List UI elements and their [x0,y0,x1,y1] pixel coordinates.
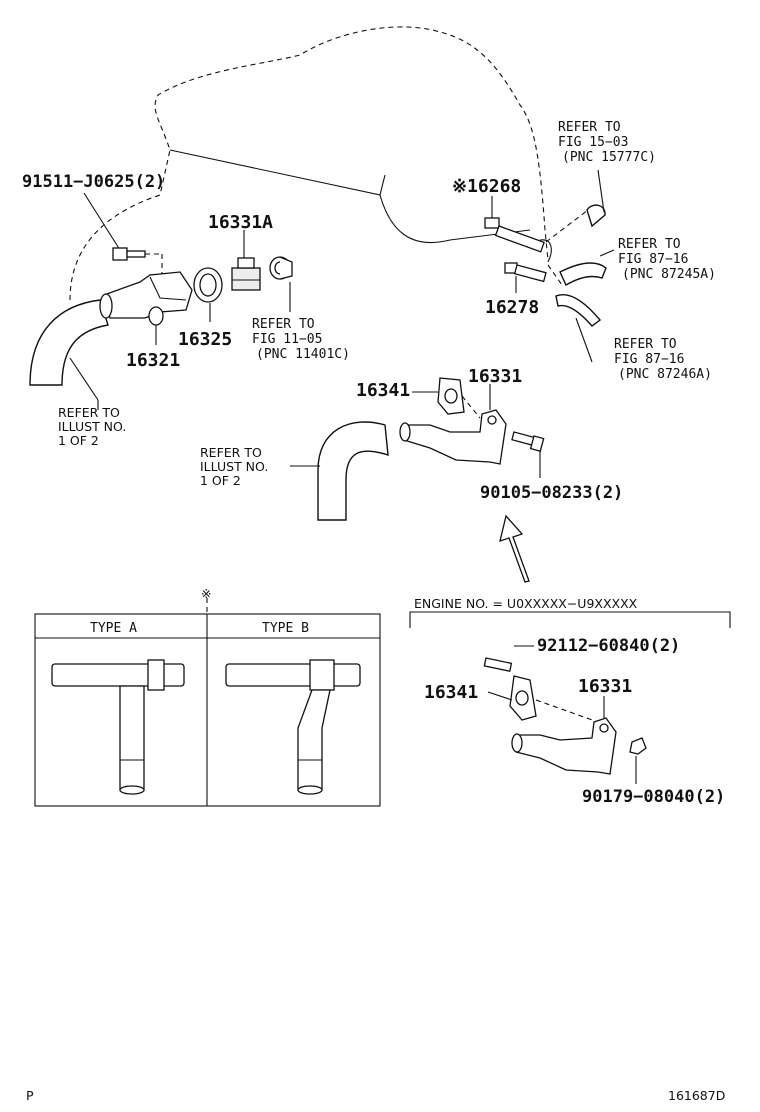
nut-90179 [629,737,647,755]
hose-fig8716a-leader [599,249,615,257]
label-91511: 91511−J0625(2) [22,172,165,192]
svg-text:FIG 15−03: FIG 15−03 [558,135,628,150]
type-table [34,598,381,807]
label-16325: 16325 [178,329,232,350]
middle-hose [317,421,389,521]
bolt-91511-leader [83,192,121,251]
bolt-90105 [511,431,545,452]
water-outlet-16331-top [399,409,507,465]
stud-92112 [483,657,513,673]
left-hose [29,299,109,386]
label-90105: 90105−08233(2) [480,483,623,503]
footer-code: 161687D [668,1088,725,1103]
16341-bot-leader [487,691,513,701]
right-hose-dash [547,264,563,286]
svg-text:REFER TO: REFER TO [558,120,621,135]
svg-text:FIG 87−16: FIG 87−16 [614,352,684,367]
engine-no-bracket [409,611,731,628]
engine-inner-line [169,149,531,244]
label-16278: 16278 [485,297,539,318]
hose-fig8716b-leader [575,317,593,363]
pipe-16278 [504,262,547,283]
type-b-pipe [225,659,361,795]
svg-text:1 OF 2: 1 OF 2 [58,433,99,448]
gasket-16341-bot [509,675,537,721]
table-col-type-a: TYPE A [90,621,137,636]
table-marker: ※ [201,586,211,601]
label-90179: 90179−08040(2) [582,787,725,807]
ref-fig8716a: REFER TO FIG 87−16 (PNC 87245A) [618,237,716,282]
svg-text:(PNC 11401C): (PNC 11401C) [256,347,350,362]
label-92112: 92112−60840(2) [537,636,680,656]
bot-assembly-dash [535,699,599,723]
engine-outline [69,26,549,301]
label-16331A: 16331A [208,212,273,233]
svg-text:REFER TO: REFER TO [618,237,681,252]
svg-text:REFER TO: REFER TO [614,337,677,352]
hose-fig1503-leader [597,169,605,213]
svg-text:FIG 11−05: FIG 11−05 [252,332,322,347]
engine-lower-edge [379,174,386,196]
svg-text:REFER TO: REFER TO [252,317,315,332]
label-16341-bot: 16341 [424,682,478,703]
water-outlet-16331-bot [511,717,617,775]
ref-illust-left: REFER TO ILLUST NO. 1 OF 2 [58,405,126,448]
seal-fig1105 [269,256,293,280]
engine-number: ENGINE NO. = U0XXXXX−U9XXXXX [414,596,638,611]
gasket-16341-top [437,377,465,415]
svg-text:(PNC 87246A): (PNC 87246A) [618,367,712,382]
gasket-16325 [193,267,223,303]
thermostat-16331A [231,257,261,291]
hose-fig1503 [586,204,606,228]
pipe-16268 [484,217,552,263]
left-hose-leader [69,357,99,401]
ref-fig1105: REFER TO FIG 11−05 (PNC 11401C) [252,317,350,362]
ref-fig1503: REFER TO FIG 15−03 (PNC 15777C) [558,120,656,165]
svg-text:ILLUST NO.: ILLUST NO. [58,419,126,434]
svg-text:REFER TO: REFER TO [58,405,120,420]
hose-fig8716a [559,262,607,286]
hose-fig1503-dash [545,209,589,243]
hose-fig8716b [555,293,602,327]
footer-left: P [26,1088,34,1103]
top-assembly-dash [461,395,481,419]
label-16341-top: 16341 [356,380,410,401]
water-inlet-16321 [99,271,193,326]
ref-illust-mid: REFER TO ILLUST NO. 1 OF 2 [200,445,268,488]
bolt-91511 [112,247,146,261]
label-16331-top: 16331 [468,366,522,387]
svg-text:1 OF 2: 1 OF 2 [200,473,241,488]
direction-arrow [499,514,530,583]
svg-text:(PNC 15777C): (PNC 15777C) [562,150,656,165]
label-16331-bot: 16331 [578,676,632,697]
label-16321: 16321 [126,350,180,371]
label-16268: ※16268 [452,176,521,197]
table-col-type-b: TYPE B [262,621,309,636]
svg-text:ILLUST NO.: ILLUST NO. [200,459,268,474]
svg-text:REFER TO: REFER TO [200,445,262,460]
svg-text:(PNC 87245A): (PNC 87245A) [622,267,716,282]
ref-fig8716b: REFER TO FIG 87−16 (PNC 87246A) [614,337,712,382]
type-a-pipe [51,659,185,795]
svg-text:FIG 87−16: FIG 87−16 [618,252,688,267]
